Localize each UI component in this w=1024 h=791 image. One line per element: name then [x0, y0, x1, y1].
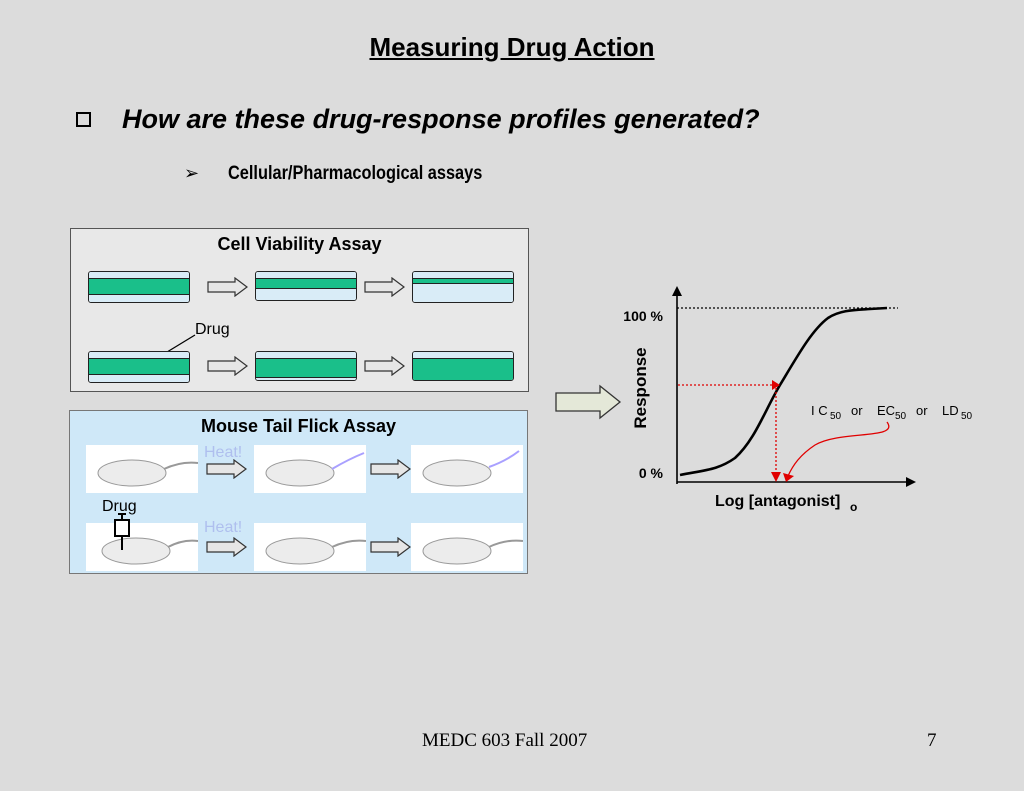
cell-viability-panel: Cell Viability Assay Drug [70, 228, 529, 392]
y-axis-label: Response [631, 347, 650, 428]
cell-viability-title: Cell Viability Assay [217, 234, 382, 254]
annotation-pointer [787, 421, 890, 477]
dish-untreated-1 [88, 271, 190, 303]
dose-response-chart: 100 % 0 % Response Log [antagonist] o I … [623, 286, 973, 514]
mouse-image [254, 445, 366, 493]
block-arrow-icon [207, 277, 248, 297]
or-label: or [916, 403, 928, 418]
marker-arrowhead [772, 380, 780, 390]
ec-label: EC [877, 403, 895, 418]
slide-title: Measuring Drug Action [369, 32, 655, 62]
dish-treated-2 [255, 351, 357, 381]
cell-drug-label: Drug [195, 321, 230, 338]
footer-text: MEDC 603 Fall 2007 [422, 730, 588, 751]
ec-subscript: 50 [895, 411, 907, 422]
heat-label: Heat! [204, 444, 243, 461]
ic-label: I C [811, 403, 828, 418]
block-arrow-icon [370, 537, 411, 557]
annotation-arrowhead [783, 473, 794, 482]
subbullet-text: Cellular/Pharmacological assays [228, 163, 483, 184]
or-label: or [851, 403, 863, 418]
block-arrow-icon [206, 537, 247, 557]
block-arrow-icon [364, 356, 405, 376]
x-axis-label: Log [antagonist] [715, 493, 840, 510]
y-bottom-label: 0 % [639, 465, 664, 481]
mouse-image [86, 445, 199, 493]
dose-response-curve [679, 306, 888, 477]
mouse-tail-flick-title: Mouse Tail Flick Assay [200, 416, 397, 436]
block-arrow-icon [370, 459, 411, 479]
checkbox-bullet-icon [76, 112, 91, 127]
ic-subscript: 50 [830, 411, 842, 422]
potency-annotation: I C 50 or EC 50 or LD 50 [811, 403, 973, 422]
mouse-image [86, 523, 199, 571]
x-axis-arrowhead [906, 477, 916, 487]
dish-treated-3 [412, 351, 514, 381]
marker-arrowhead [771, 472, 781, 482]
y-axis-arrowhead [672, 286, 682, 296]
block-arrow-icon [207, 356, 248, 376]
question-text: How are these drug-response profiles gen… [122, 104, 760, 134]
mouse-image [254, 523, 367, 571]
mouse-drug-label: Drug [102, 498, 137, 515]
ld-subscript: 50 [961, 411, 973, 422]
arrow-bullet-icon: ➢ [184, 163, 200, 183]
x-axis-subscript: o [850, 500, 857, 514]
mouse-image [411, 523, 524, 571]
dish-untreated-3 [412, 271, 514, 303]
page-number: 7 [927, 730, 937, 751]
block-arrow-icon [364, 277, 405, 297]
dish-untreated-2 [255, 271, 357, 301]
block-arrow-icon [206, 459, 247, 479]
syringe-icon [114, 513, 130, 550]
ld-label: LD [942, 403, 959, 418]
dish-treated-1 [88, 351, 190, 383]
mouse-tail-flick-panel: Mouse Tail Flick Assay Heat! Drug Heat! [69, 410, 528, 574]
y-top-label: 100 % [623, 308, 663, 324]
heat-label: Heat! [204, 519, 243, 536]
block-arrow-icon [555, 384, 622, 420]
mouse-image [411, 445, 523, 493]
